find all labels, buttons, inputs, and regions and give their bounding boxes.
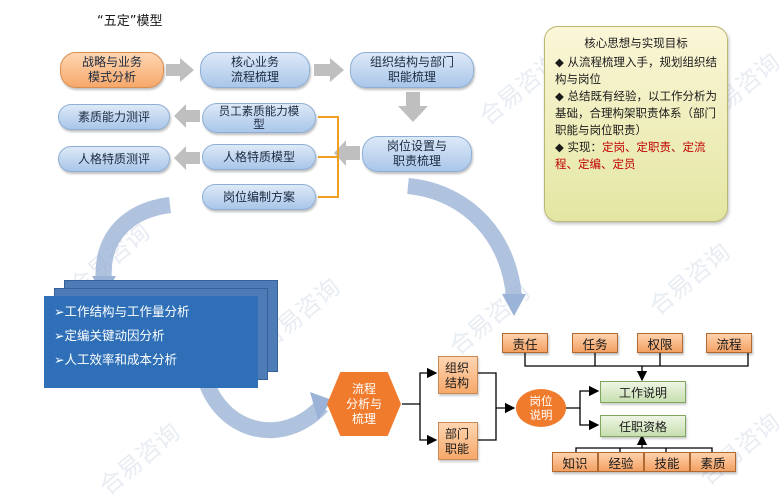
org-structure-box: 组织 结构 [438, 356, 478, 394]
note-highlight-text: 定岗、定职责、定流程、定编、定员 [555, 140, 706, 171]
knowledge-box: 知识 [552, 452, 598, 472]
diamond-bullet-icon: ◆ [555, 140, 564, 154]
personality-eval-node: 人格特质测评 [58, 146, 170, 172]
responsibility-box: 责任 [502, 333, 548, 353]
curved-arrow-to-stack [95, 197, 172, 283]
position-description-oval: 岗位 说明 [516, 389, 566, 427]
qualification-box: 任职资格 [600, 415, 686, 437]
note-bullet: ◆ 从流程梳理入手，规划组织结构与岗位 [555, 54, 717, 88]
analysis-list-item: ➢定编关键动因分析 [54, 328, 165, 343]
process-analysis-hex: 流程 分析与 梳理 [327, 372, 401, 436]
connector-line [579, 408, 600, 431]
skill-box: 技能 [644, 452, 690, 472]
gray-arrow-left [334, 140, 360, 166]
experience-box: 经验 [598, 452, 644, 472]
gray-arrow-right [314, 58, 344, 82]
curved-arrow-head [310, 392, 332, 420]
diagram-title: “五定”模型 [97, 14, 163, 29]
process-box: 流程 [706, 333, 752, 353]
note-bullet: ◆ 总结既有经验，以工作分析为基础，合理构架职责体系（部门职能与岗位职责） [555, 88, 717, 139]
curved-arrow-to-flow [407, 178, 522, 299]
connector-line [419, 404, 438, 446]
analysis-list-panel: ➢工作结构与工作量分析 ➢定编关键动因分析 ➢人工效率和成本分析 [44, 296, 258, 388]
note-bullet: ◆ 实现：定岗、定职责、定流程、定编、定员 [555, 139, 717, 173]
gray-arrow-right [166, 58, 194, 82]
core-process-node: 核心业务 流程梳理 [200, 52, 310, 88]
competency-eval-node: 素质能力测评 [58, 104, 170, 130]
authority-box: 权限 [637, 333, 683, 353]
connector-line [402, 367, 438, 405]
quality-box: 素质 [690, 452, 736, 472]
connector-line [524, 352, 749, 367]
note-bullet-text: 从流程梳理入手，规划组织结构与岗位 [555, 55, 718, 86]
analysis-list-item: ➢工作结构与工作量分析 [54, 304, 190, 319]
strategy-analysis-node: 战略与业务 模式分析 [60, 52, 164, 88]
orange-bracket [318, 116, 339, 198]
analysis-list-item: ➢人工效率和成本分析 [54, 352, 177, 367]
gray-arrow-left [174, 104, 200, 128]
note-bullet-text: 总结既有经验，以工作分析为基础，合理构架职责体系（部门职能与岗位职责） [555, 89, 718, 137]
job-description-box: 工作说明 [600, 381, 686, 403]
connector-line [566, 385, 600, 409]
gray-arrow-down [398, 92, 428, 122]
dept-function-box: 部门 职能 [438, 422, 478, 460]
gray-arrow-left [174, 146, 200, 170]
connector-line [478, 372, 497, 441]
diamond-bullet-icon: ◆ [555, 55, 564, 69]
note-bullet-text: 实现： [567, 140, 603, 154]
staffing-plan-node: 岗位编制方案 [202, 184, 316, 210]
connector-line [575, 447, 713, 452]
curved-arrow-head [502, 294, 526, 316]
personality-model-node: 人格特质模型 [202, 144, 316, 170]
position-setup-node: 岗位设置与 职责梳理 [362, 136, 472, 172]
curved-arrow-to-hex [197, 375, 328, 439]
competency-model-node: 员工素质能力模 型 [202, 103, 316, 133]
org-structure-node: 组织结构与部门 职能梳理 [350, 52, 474, 88]
task-box: 任务 [572, 333, 618, 353]
note-heading: 核心思想与实现目标 [584, 36, 688, 50]
diamond-bullet-icon: ◆ [555, 89, 564, 103]
core-idea-note: 核心思想与实现目标 ◆ 从流程梳理入手，规划组织结构与岗位 ◆ 总结既有经验，以… [544, 26, 728, 222]
